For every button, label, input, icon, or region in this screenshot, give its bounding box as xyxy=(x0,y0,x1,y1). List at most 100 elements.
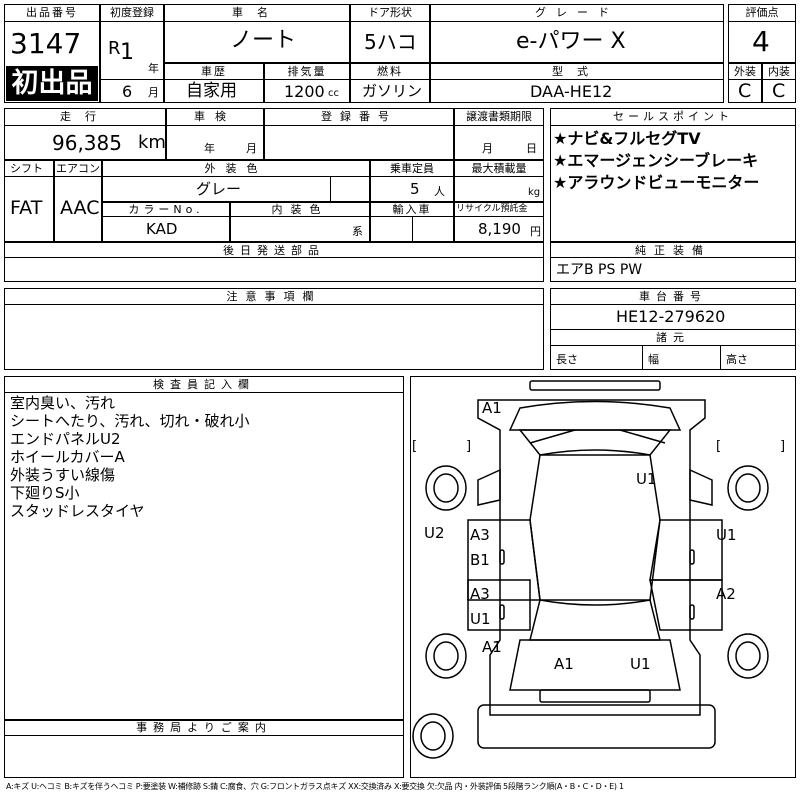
fuel-cell xyxy=(350,63,430,103)
inspector-line: ホイールカバーA xyxy=(10,448,125,466)
damage-mark: A3 xyxy=(470,585,490,603)
bracket: ] xyxy=(780,439,786,454)
first-listing-badge: 初出品 xyxy=(6,66,98,101)
equipment-cell xyxy=(550,242,796,282)
first-reg-label: 初度登録 xyxy=(110,6,154,19)
history-cell xyxy=(164,63,264,103)
score-label: 評価点 xyxy=(745,6,779,19)
displacement-cell xyxy=(264,63,350,103)
lot-number: 3147 xyxy=(10,27,82,60)
year-unit: 年 xyxy=(148,62,159,75)
bracket: ] xyxy=(466,439,472,454)
car-name: ノート xyxy=(230,28,297,53)
damage-mark: A1 xyxy=(482,638,502,656)
later-parts-label: 後日発送部品 xyxy=(223,244,325,257)
equipment-value: エアB PS PW xyxy=(556,262,643,278)
int-color-label: 内装色 xyxy=(271,203,329,216)
damage-mark: U2 xyxy=(424,524,445,542)
int-color-unit: 系 xyxy=(352,225,363,238)
inspection-cell xyxy=(166,108,264,160)
damage-mark: A1 xyxy=(482,399,502,417)
capacity-unit: 人 xyxy=(434,185,445,198)
mileage-cell xyxy=(4,108,166,160)
capacity-cell xyxy=(370,160,454,202)
mileage-label: 走行 xyxy=(60,110,110,123)
interior-value: C xyxy=(772,80,786,102)
height-label: 高さ xyxy=(726,353,748,366)
inspector-line: 外装うすい線傷 xyxy=(10,466,116,484)
recycle-value: 8,190 xyxy=(478,220,521,238)
inspection-year: 年 xyxy=(204,142,215,155)
sales-point: ★アラウンドビューモニター xyxy=(553,173,760,192)
damage-mark: A2 xyxy=(716,585,736,603)
inspector-line: スタッドレスタイヤ xyxy=(10,502,145,520)
load-label: 最大積載量 xyxy=(471,162,527,175)
inspection-month: 月 xyxy=(246,142,257,155)
door-label: ドア形状 xyxy=(368,6,412,19)
width-label: 幅 xyxy=(648,353,659,366)
dims-label: 諸元 xyxy=(656,331,690,344)
shift-label: シフト xyxy=(10,162,43,175)
exterior-grade-cell xyxy=(728,63,762,103)
inspector-line: シートへたり、汚れ、切れ・破れ小 xyxy=(10,412,250,430)
mileage-unit: km xyxy=(138,132,166,153)
damage-mark: A1 xyxy=(554,655,574,673)
damage-mark: B1 xyxy=(470,551,490,569)
office-cell xyxy=(4,720,404,778)
capacity-label: 乗車定員 xyxy=(390,162,434,175)
recycle-label: リサイクル預託金 xyxy=(456,204,528,214)
equipment-label: 純正装備 xyxy=(635,244,711,257)
door-cell xyxy=(350,4,430,63)
shift-cell xyxy=(4,160,54,242)
grade-cell xyxy=(430,4,724,63)
fuel-value: ガソリン xyxy=(362,82,423,100)
notes-cell xyxy=(4,288,544,370)
color-no-cell xyxy=(102,202,230,242)
ac-label: エアコン xyxy=(56,162,100,175)
import-label: 輸入車 xyxy=(392,203,432,216)
chassis-label: 車台番号 xyxy=(639,290,707,303)
ext-color-value: グレー xyxy=(196,180,242,198)
transfer-day: 日 xyxy=(526,142,537,155)
damage-mark: U1 xyxy=(470,610,491,628)
load-unit: kg xyxy=(528,187,541,198)
exterior-value: C xyxy=(738,80,752,102)
history-label: 車歴 xyxy=(201,65,227,78)
score-cell xyxy=(728,4,796,63)
fuel-label: 燃料 xyxy=(377,65,403,78)
reg-month: 6 xyxy=(122,82,133,101)
ext-color-cell xyxy=(102,160,370,202)
displacement-value: 1200 xyxy=(284,82,325,101)
displacement-label: 排気量 xyxy=(287,65,327,78)
model-cell xyxy=(430,63,724,103)
transfer-label: 譲渡書類期限 xyxy=(466,110,532,123)
sales-point: ★ナビ&フルセグTV xyxy=(553,129,701,148)
interior-grade-cell xyxy=(762,63,796,103)
later-parts-cell xyxy=(4,242,544,282)
damage-mark: U1 xyxy=(716,526,737,544)
history-value: 自家用 xyxy=(186,81,237,101)
capacity-value: 5 xyxy=(410,180,420,198)
damage-mark: U1 xyxy=(636,470,657,488)
displacement-unit: cc xyxy=(328,88,339,99)
inspector-cell xyxy=(4,376,404,720)
inspector-line: 室内臭い、汚れ xyxy=(10,394,116,412)
bracket: [ xyxy=(716,439,722,454)
lot-label: 出品番号 xyxy=(26,6,78,19)
recycle-cell xyxy=(454,202,544,242)
inspection-label: 車検 xyxy=(194,110,236,123)
color-no-value: KAD xyxy=(146,220,178,238)
recycle-unit: 円 xyxy=(530,225,541,238)
interior-label: 内装 xyxy=(768,65,790,78)
load-cell xyxy=(454,160,544,202)
damage-diagram xyxy=(410,376,796,778)
sales-points-cell xyxy=(550,108,796,242)
shift-value: FAT xyxy=(10,197,43,219)
chassis-value: HE12-279620 xyxy=(616,307,726,326)
grade-label: グレード xyxy=(535,6,619,19)
registration-number-cell xyxy=(264,108,454,160)
grade-value: e-パワー X xyxy=(516,29,626,54)
damage-mark: U1 xyxy=(630,655,651,673)
mileage-value: 96,385 xyxy=(52,131,122,155)
bracket: [ xyxy=(412,439,418,454)
